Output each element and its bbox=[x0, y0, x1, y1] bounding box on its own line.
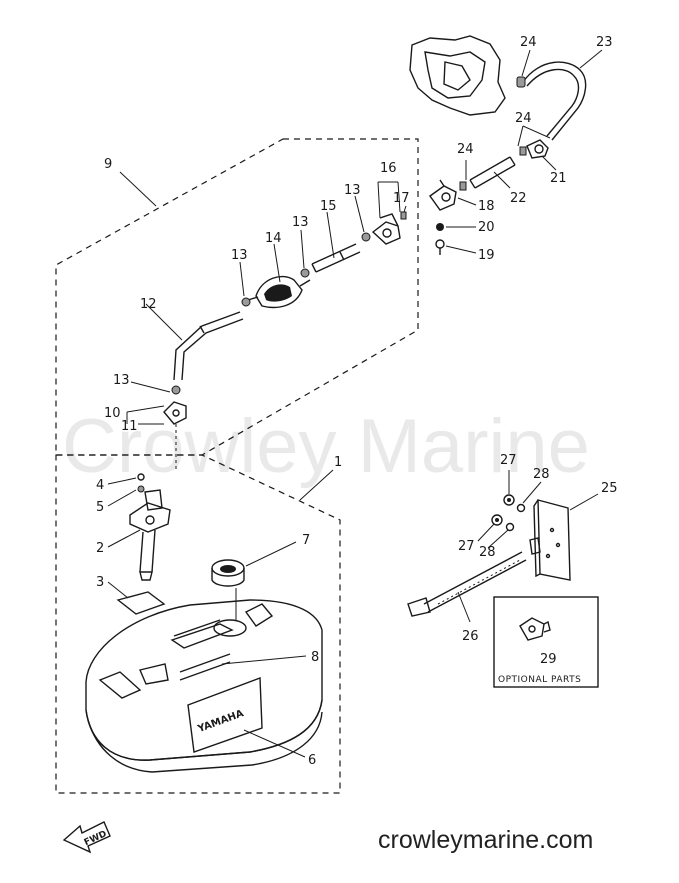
callout-28-upper: 28 bbox=[533, 467, 550, 482]
optional-connector bbox=[519, 617, 551, 641]
callout-24-joint: 24 bbox=[515, 111, 532, 126]
fuel-meter-assembly bbox=[129, 489, 171, 581]
engine-outline-sketch bbox=[409, 35, 506, 116]
callout-6: 6 bbox=[308, 753, 316, 768]
gauge-screw bbox=[137, 473, 145, 481]
callout-13-hose-end: 13 bbox=[113, 373, 130, 388]
fuel-tank bbox=[85, 599, 323, 773]
callout-17: 17 bbox=[393, 191, 410, 206]
callout-24-hose: 24 bbox=[457, 142, 474, 157]
tank-hose-connector bbox=[163, 401, 187, 470]
callout-15: 15 bbox=[320, 199, 337, 214]
callout-27-lower: 27 bbox=[458, 539, 475, 554]
callout-29: 29 bbox=[540, 652, 557, 667]
screw bbox=[435, 239, 445, 255]
callout-19: 19 bbox=[478, 248, 495, 263]
bracket-clip bbox=[529, 537, 541, 555]
callout-20: 20 bbox=[478, 220, 495, 235]
forward-direction-arrow: FWD bbox=[62, 821, 111, 854]
tank-strap bbox=[407, 551, 527, 617]
callout-24-engine: 24 bbox=[520, 35, 537, 50]
watermark: Crowley Marine bbox=[62, 404, 590, 489]
gauge-gasket bbox=[116, 591, 166, 615]
callout-13-pump-outlet: 13 bbox=[292, 215, 309, 230]
connector-clip bbox=[400, 211, 407, 220]
callout-14: 14 bbox=[265, 231, 282, 246]
callout-10: 10 bbox=[104, 406, 121, 421]
callout-3: 3 bbox=[96, 575, 104, 590]
optional-parts-box bbox=[493, 596, 599, 688]
fuel-hose-short bbox=[469, 156, 516, 189]
optional-parts-label: OPTIONAL PARTS bbox=[498, 675, 581, 685]
callout-25: 25 bbox=[601, 481, 618, 496]
hose-clip bbox=[516, 76, 526, 88]
fuel-hose-12 bbox=[173, 311, 244, 381]
callout-1: 1 bbox=[334, 455, 342, 470]
callout-4: 4 bbox=[96, 478, 104, 493]
callout-22: 22 bbox=[510, 191, 527, 206]
callout-26: 26 bbox=[462, 629, 479, 644]
engine-fuel-hose bbox=[522, 61, 587, 141]
hose-clip-2 bbox=[459, 181, 467, 191]
fwd-label: FWD bbox=[83, 829, 109, 848]
callout-13-connector: 13 bbox=[344, 183, 361, 198]
fuel-joint bbox=[519, 139, 549, 159]
gauge-washer bbox=[137, 485, 145, 493]
site-url: crowleymarine.com bbox=[378, 826, 593, 854]
o-ring bbox=[436, 223, 444, 231]
bracket-washer-lower bbox=[505, 522, 515, 532]
callout-7: 7 bbox=[302, 533, 310, 548]
engine-side-connector bbox=[429, 179, 457, 211]
callout-27-upper: 27 bbox=[500, 453, 517, 468]
bracket-bolt-lower bbox=[491, 514, 503, 526]
callout-18: 18 bbox=[478, 199, 495, 214]
hose-clamp-4 bbox=[171, 385, 181, 395]
fuel-tank-assembly-outline bbox=[55, 454, 341, 794]
callout-5: 5 bbox=[96, 500, 104, 515]
bracket-bolt-upper bbox=[503, 494, 515, 506]
tank-bracket bbox=[533, 499, 571, 581]
hose-clamp-1 bbox=[361, 232, 371, 242]
callout-13-pump-inlet: 13 bbox=[231, 248, 248, 263]
callout-9: 9 bbox=[104, 157, 112, 172]
fuel-hose-15 bbox=[311, 243, 361, 273]
callout-leader-lines bbox=[107, 49, 603, 758]
fuel-tank-cap bbox=[211, 559, 245, 620]
callout-2: 2 bbox=[96, 541, 104, 556]
callout-16: 16 bbox=[380, 161, 397, 176]
callout-23: 23 bbox=[596, 35, 613, 50]
bracket-washer-upper bbox=[516, 503, 526, 513]
tank-side-hose-connector bbox=[371, 213, 401, 245]
callout-21: 21 bbox=[550, 171, 567, 186]
tank-brand-label: YAMAHA bbox=[196, 708, 246, 735]
callout-12: 12 bbox=[140, 297, 157, 312]
callout-28-lower: 28 bbox=[479, 545, 496, 560]
callout-8: 8 bbox=[311, 650, 319, 665]
primer-pump bbox=[247, 275, 311, 309]
callout-11: 11 bbox=[121, 419, 138, 434]
hose-clamp-3 bbox=[241, 297, 251, 307]
hose-clamp-2 bbox=[300, 268, 310, 278]
